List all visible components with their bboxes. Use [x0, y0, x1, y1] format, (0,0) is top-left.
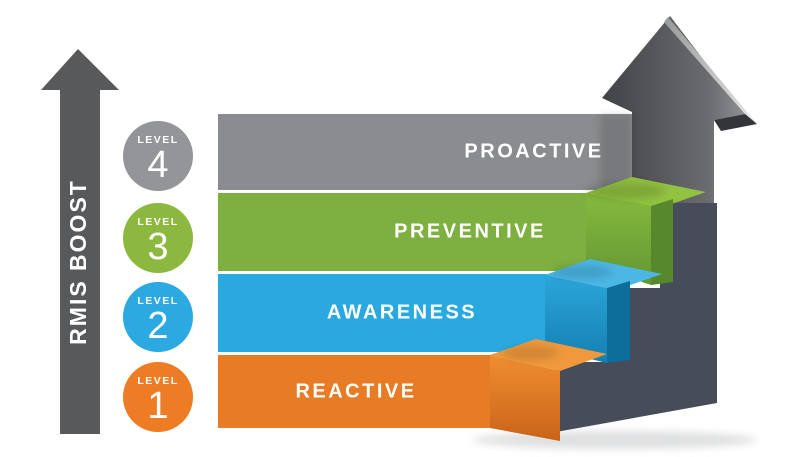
step-cube-awareness — [545, 259, 662, 363]
level-word: LEVEL — [137, 134, 179, 146]
boost-arrow-label: RMIS BOOST — [65, 179, 91, 345]
growth-arrow-underside — [714, 114, 757, 131]
level-number: 4 — [147, 144, 169, 186]
bar-label-reactive: REACTIVE — [295, 380, 417, 402]
bar-reactive: REACTIVE — [218, 355, 494, 428]
bar-awareness: AWARENESS — [218, 274, 552, 352]
level-word: LEVEL — [137, 295, 179, 307]
cube-front-face — [545, 275, 607, 363]
bar-label-preventive: PREVENTIVE — [394, 220, 546, 243]
level-2-badge: LEVEL 2 — [123, 282, 193, 352]
level-word: LEVEL — [137, 216, 179, 228]
level-number: 3 — [147, 226, 169, 268]
level-number: 1 — [147, 385, 169, 427]
level-number: 2 — [147, 305, 169, 347]
cube-right-face — [651, 199, 673, 285]
bar-proactive: PROACTIVE — [218, 114, 632, 190]
cube-front-face — [586, 193, 651, 285]
ground-shadow-icon — [473, 431, 757, 449]
growth-arrow-bevel — [664, 17, 757, 124]
bar-preventive: PREVENTIVE — [218, 193, 592, 271]
level-word: LEVEL — [137, 375, 179, 387]
level-4-badge: LEVEL 4 — [123, 121, 193, 191]
bar-label-awareness: AWARENESS — [326, 301, 478, 324]
cube-front-face — [490, 355, 560, 441]
step-cube-preventive — [585, 177, 706, 285]
level-3-badge: LEVEL 3 — [123, 203, 193, 273]
step-cube-reactive — [490, 339, 607, 441]
rmis-boost-arrow: RMIS BOOST — [41, 49, 119, 434]
cube-right-face — [607, 281, 630, 363]
level-1-badge: LEVEL 1 — [123, 362, 193, 432]
boost-arrow-shape — [41, 49, 119, 434]
bar-label-proactive: PROACTIVE — [464, 140, 604, 163]
